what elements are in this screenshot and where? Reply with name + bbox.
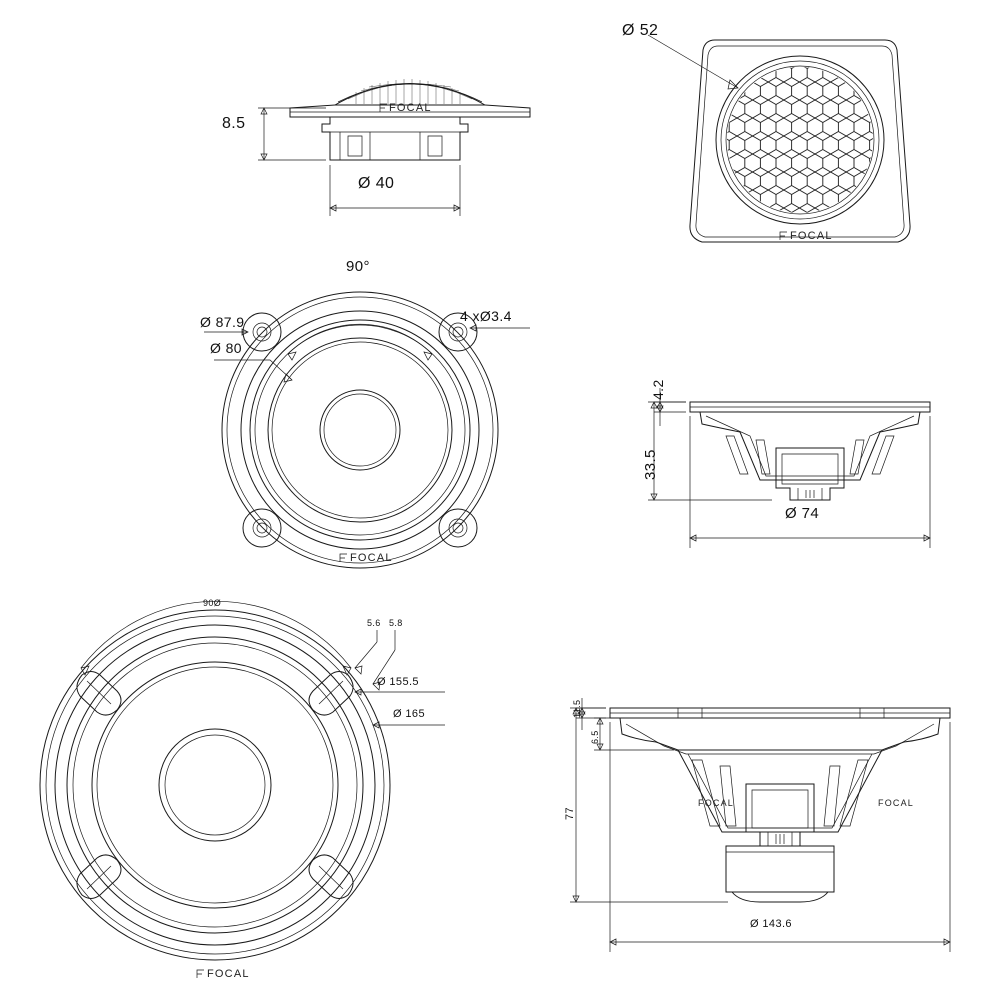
view-tweeter-side: 8.5 Ø 40 FOCAL xyxy=(222,20,570,230)
view-midrange-front: 90° Ø 87.9 Ø 80 4 xØ3.4 FOCAL xyxy=(170,250,570,600)
dim-midrange-depth: 33.5 xyxy=(642,449,659,480)
focal-logo-icon xyxy=(196,969,204,978)
dim-midrange-holes: 4 xØ3.4 xyxy=(460,308,512,324)
dim-midrange-bolt-circle: Ø 87.9 xyxy=(200,314,245,330)
dim-woofer-bolt-circle: Ø 155.5 xyxy=(377,676,419,688)
dim-woofer-tab-a: 5.6 xyxy=(367,618,381,628)
brand-woofer-front: FOCAL xyxy=(207,968,250,980)
woofer-side-geometry xyxy=(570,698,951,952)
woofer-front-geometry xyxy=(39,601,445,961)
focal-logo-icon xyxy=(379,103,387,112)
dim-midrange-basket: Ø 80 xyxy=(210,340,242,356)
dim-tweeter-grille-diameter: Ø 52 xyxy=(622,22,659,39)
dim-woofer-angle: 90Ø xyxy=(203,598,222,608)
view-midrange-side: 4.2 33.5 Ø 74 xyxy=(630,340,990,590)
dim-woofer-flange: 11.5 xyxy=(572,699,582,718)
focal-logo-icon xyxy=(339,553,347,562)
brand-woofer-side-left: FOCAL xyxy=(698,798,735,808)
focal-logo-icon xyxy=(779,231,787,240)
brand-tweeter-top: FOCAL xyxy=(790,230,833,242)
dim-woofer-upper: 6.5 xyxy=(590,730,600,744)
dim-tweeter-diameter: Ø 40 xyxy=(358,175,395,192)
view-tweeter-top: Ø 52 FOCAL xyxy=(620,10,980,280)
dim-woofer-depth: 77 xyxy=(564,806,576,820)
tweeter-side-geometry xyxy=(258,79,531,216)
midrange-front-geometry xyxy=(204,291,530,569)
brand-tweeter-side: FOCAL xyxy=(389,102,432,114)
view-woofer-side: 11.5 6.5 77 Ø 143.6 FOCAL FOCAL xyxy=(560,680,990,980)
midrange-side-geometry xyxy=(648,388,931,548)
dim-woofer-cutout: Ø 165 xyxy=(393,708,425,720)
brand-midrange-front: FOCAL xyxy=(350,552,393,564)
brand-woofer-side-right: FOCAL xyxy=(878,798,915,808)
dim-tweeter-height: 8.5 xyxy=(222,115,246,132)
dim-midrange-diameter: Ø 74 xyxy=(785,505,820,522)
dim-woofer-tab-b: 5.8 xyxy=(389,618,403,628)
dim-woofer-diameter: Ø 143.6 xyxy=(750,918,792,930)
view-woofer-front: 90Ø 5.6 5.8 Ø 155.5 Ø 165 FOCAL xyxy=(25,580,465,995)
tweeter-top-geometry xyxy=(647,34,911,243)
dim-midrange-angle: 90° xyxy=(346,258,370,275)
dim-midrange-flange-height: 4.2 xyxy=(650,379,666,400)
